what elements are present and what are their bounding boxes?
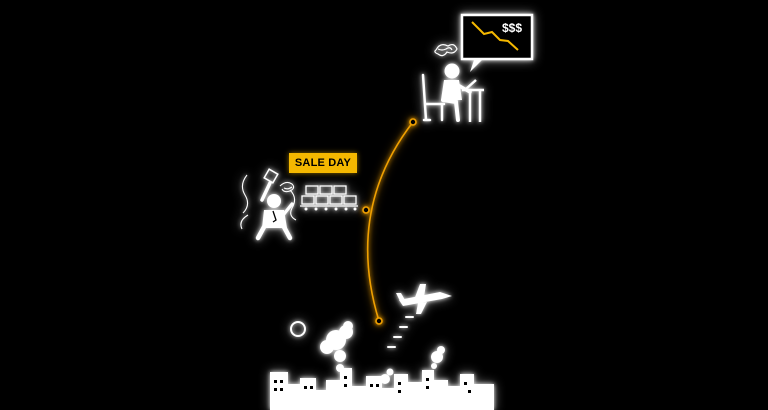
timeline-node-bottom [375,317,383,325]
worried-worker-icon: $$$ [421,13,534,122]
smoke-plume-icon [320,321,445,384]
panicked-shopper-icon [240,168,297,241]
timeline-node-middle [362,206,370,214]
airplane-icon [387,284,452,348]
city-skyline-icon [270,368,494,410]
panic-swirl [240,174,297,230]
shopping-carts-icon [300,185,358,211]
price-text: $$$ [502,21,522,35]
timeline-arc [366,121,414,322]
timeline-node-top [409,118,417,126]
falling-chart-monitor-icon: $$$ [460,13,534,72]
sale-day-badge: SALE DAY [289,153,357,173]
timeline [362,118,417,325]
moon-icon [290,321,306,337]
worry-scribble [434,43,458,57]
